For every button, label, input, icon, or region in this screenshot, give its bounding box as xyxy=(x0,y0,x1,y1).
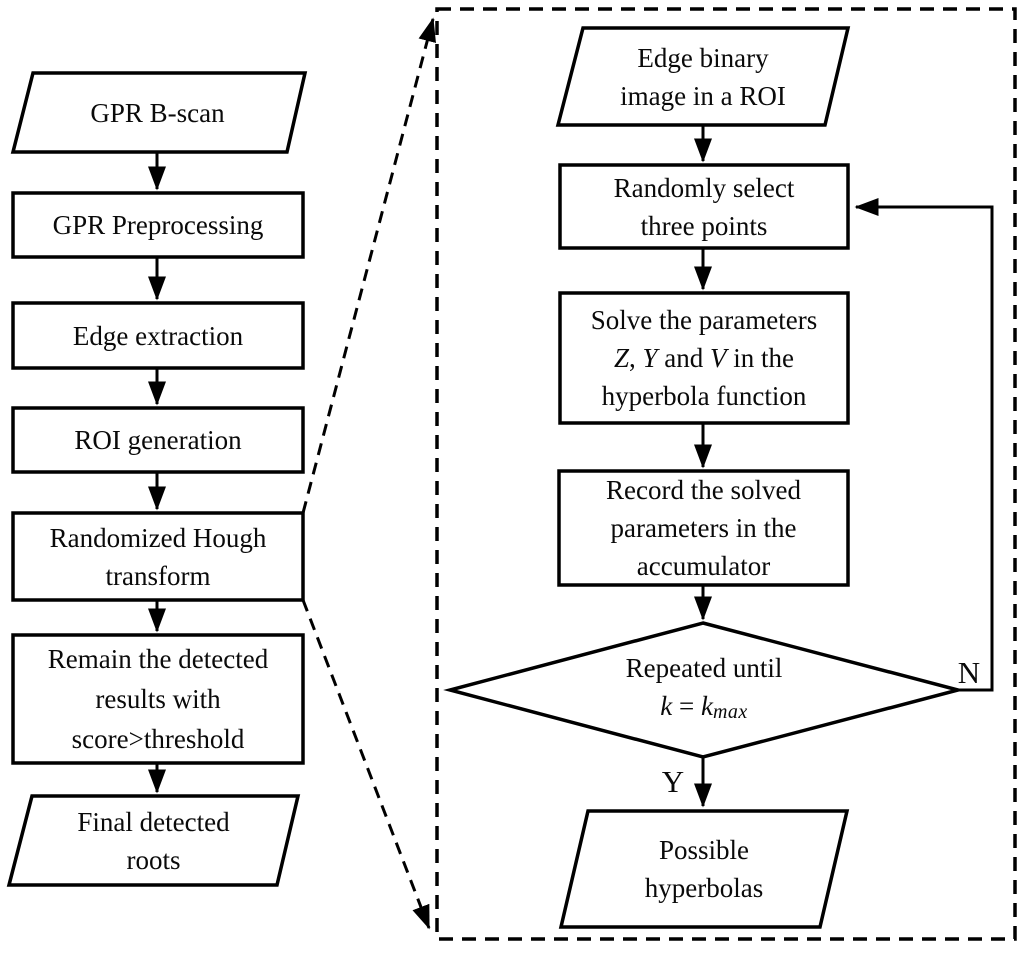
branch-yes-label: Y xyxy=(661,764,685,799)
edge-binary-parallelogram xyxy=(555,26,851,127)
randomized-hough-label: Randomized Hough transform xyxy=(49,522,267,591)
final-roots-parallelogram xyxy=(6,794,301,887)
decision-condition-line: k = kmax xyxy=(660,691,748,723)
branch-no-label: N xyxy=(957,655,981,690)
possible-hyperbolas-label: Possible hyperbolas xyxy=(644,835,764,903)
gpr-bscan-parallelogram xyxy=(10,71,308,154)
dashed-connector-bottom xyxy=(301,599,431,930)
record-parameters-label: Record the solved parameters in the accu… xyxy=(606,475,801,581)
randomly-select-label: Randomly select three points xyxy=(613,172,795,241)
solve-parameters-symbols-line: Z, Y and V in the xyxy=(613,343,795,373)
record-parameters-rect xyxy=(557,469,850,587)
remain-results-rect xyxy=(11,633,305,765)
edge-binary-label: Edge binary image in a ROI xyxy=(620,42,786,111)
feedback-loop-arrow xyxy=(854,198,994,692)
roi-generation-label: ROI generation xyxy=(74,425,242,455)
dashed-connector-top xyxy=(301,17,436,514)
final-roots-label: Final detected roots xyxy=(77,806,230,875)
remain-results-label: Remain the detected results with score>t… xyxy=(47,644,269,754)
randomly-select-rect xyxy=(558,163,850,250)
edge-extraction-label: Edge extraction xyxy=(72,320,244,351)
gpr-preprocessing-label: GPR Preprocessing xyxy=(52,210,264,240)
gpr-bscan-label: GPR B-scan xyxy=(90,97,225,128)
detail-dashed-box xyxy=(435,7,1017,941)
solve-parameters-label: Solve the parameters Z, Y and V in the h… xyxy=(590,305,818,411)
possible-hyperbolas-parallelogram xyxy=(558,809,850,929)
roi-generation-rect xyxy=(11,406,305,474)
gpr-preprocessing-rect xyxy=(11,191,305,259)
repeat-decision-label: Repeated until k = kmax xyxy=(554,645,854,735)
